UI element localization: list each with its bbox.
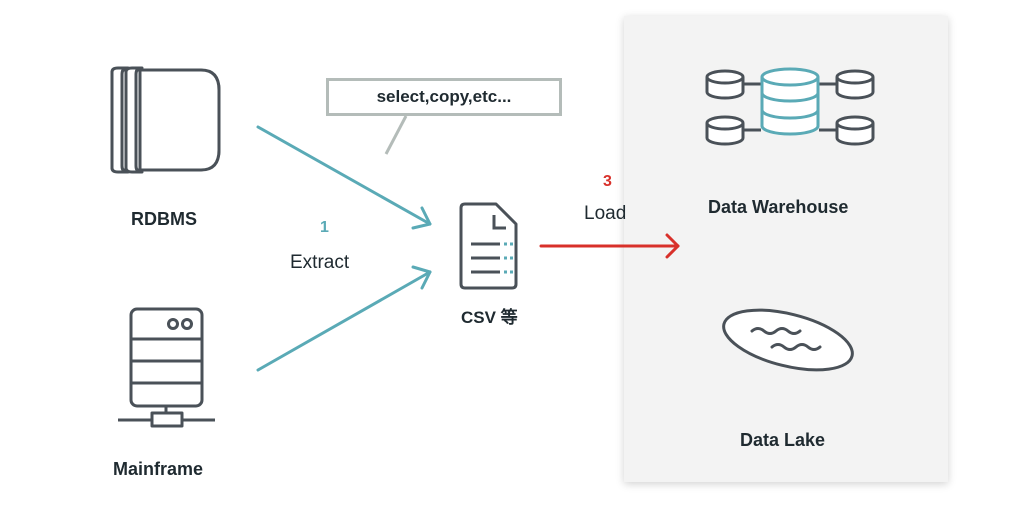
data-lake-label: Data Lake [740, 430, 826, 450]
load-step-number: 3 [603, 173, 612, 190]
data-lake-icon [722, 308, 854, 372]
sql-callout: select,copy,etc... [326, 78, 562, 116]
sql-callout-text: select,copy,etc... [376, 87, 512, 106]
csv-file-icon [459, 202, 518, 290]
extract-arrow-mainframe [256, 265, 432, 372]
database-stack-icon [110, 66, 221, 174]
extract-step-number: 1 [320, 219, 329, 236]
csv-label: CSV 等 [461, 308, 518, 327]
extract-label: Extract [290, 252, 350, 273]
load-label: Load [584, 203, 627, 224]
extract-arrow-rdbms [256, 125, 432, 230]
data-warehouse-label: Data Warehouse [708, 197, 849, 217]
rdbms-label: RDBMS [131, 209, 197, 229]
callout-pointer [384, 115, 408, 155]
load-arrow [539, 233, 680, 259]
mainframe-label: Mainframe [113, 459, 204, 479]
server-icon [118, 307, 215, 428]
data-warehouse-icon [705, 67, 875, 146]
